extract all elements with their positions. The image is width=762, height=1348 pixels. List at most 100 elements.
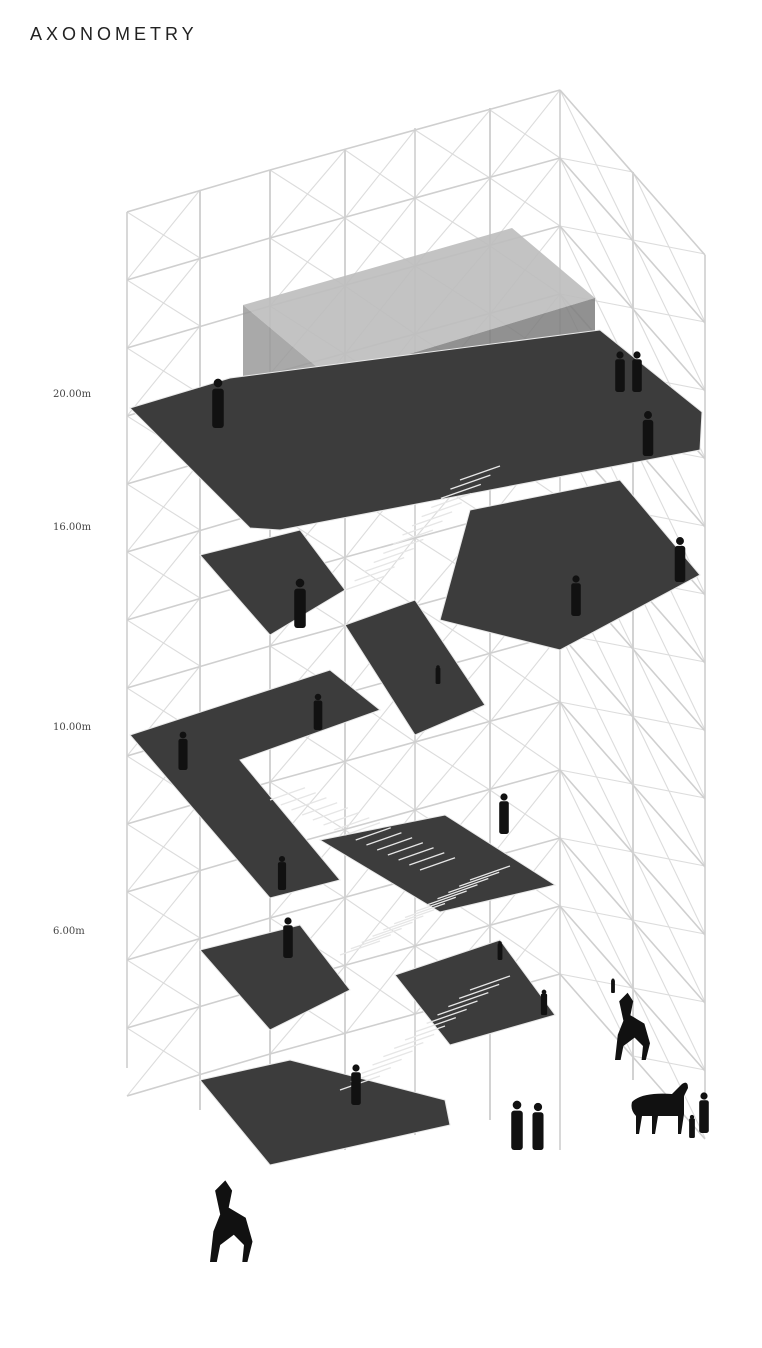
side-ledger [559, 701, 706, 868]
stair-tread [398, 847, 434, 861]
stair-tread [387, 842, 424, 856]
brace [344, 197, 416, 287]
brace [126, 461, 201, 553]
person-silhouette [540, 989, 548, 1015]
brace [126, 937, 201, 1029]
brace [269, 149, 346, 239]
stair-tread [458, 871, 500, 887]
brace [559, 905, 634, 921]
deck-16m-right [439, 479, 701, 651]
stair-tread [448, 992, 489, 1008]
stair-tread [361, 927, 402, 944]
person-silhouette [178, 731, 188, 770]
brace [632, 239, 706, 255]
stair-tread [450, 474, 491, 490]
stair-tread [354, 566, 395, 582]
left-ledger [126, 917, 271, 961]
stair-tread [323, 812, 359, 826]
deck-10m [129, 669, 382, 899]
stair-tread [344, 575, 386, 591]
stair-tread [372, 921, 413, 937]
stair-tread [448, 877, 489, 894]
brace [126, 189, 201, 281]
stair-tread [421, 502, 462, 518]
person-silhouette [277, 855, 287, 890]
front-ledger [269, 769, 561, 851]
brace [414, 109, 491, 199]
deck-12m-mid [344, 599, 486, 736]
person-silhouette [632, 351, 642, 392]
stair-tread [469, 975, 511, 991]
person-silhouette [351, 1064, 361, 1105]
front-ledger [269, 157, 561, 239]
stair-tread [459, 465, 501, 481]
decks [129, 329, 703, 1166]
left-ledger [126, 169, 271, 213]
left-ledger [126, 1053, 271, 1097]
left-ledger [126, 645, 271, 689]
side-ledger [559, 89, 706, 256]
brace [414, 721, 491, 811]
stair-tread [469, 865, 511, 881]
brace [559, 157, 634, 173]
brace [489, 769, 561, 859]
person-silhouette [689, 1114, 695, 1138]
deck-ground [199, 1059, 451, 1166]
side-ledger [559, 905, 706, 1072]
brace [559, 225, 634, 241]
person-silhouette [212, 378, 224, 428]
stair-tread [355, 827, 391, 841]
horse-silhouette [631, 1082, 688, 1134]
stair-tread [350, 934, 392, 950]
stair-tread [376, 837, 413, 851]
stair-tread [269, 787, 306, 801]
brace [632, 783, 706, 799]
person-silhouette [283, 917, 293, 958]
stair-tread [344, 822, 381, 836]
stair-tread [411, 511, 453, 527]
brace [269, 217, 346, 307]
brace [126, 801, 201, 893]
brace [632, 919, 706, 935]
left-ledger [126, 237, 271, 281]
person-silhouette [699, 1092, 709, 1133]
person-silhouette [674, 537, 686, 582]
stair-tread [312, 807, 349, 821]
stair-tread [383, 1042, 424, 1058]
side-ledger [559, 157, 706, 324]
stair-tread [440, 483, 482, 499]
deck-20m [129, 329, 703, 531]
stair-tread [415, 896, 457, 912]
level-label-20m: 20.00m [53, 389, 92, 400]
stair-tread [372, 1050, 413, 1066]
person-silhouette [511, 1100, 523, 1150]
stair-tread [437, 884, 478, 900]
brace [126, 529, 201, 621]
brace [632, 851, 706, 867]
stair-tread [409, 852, 445, 866]
horse-silhouette [615, 992, 650, 1061]
stair-tread [437, 1000, 478, 1016]
person-silhouette [497, 941, 503, 960]
brace [126, 257, 201, 349]
brace [489, 633, 561, 723]
brace [632, 647, 706, 663]
stair-tread [426, 890, 467, 906]
person-silhouette [571, 575, 581, 616]
stair-tread [419, 857, 456, 871]
brace [559, 837, 634, 853]
brace [414, 177, 491, 267]
person-silhouette [499, 793, 509, 834]
side-ledger [559, 225, 706, 392]
front-ledger [269, 89, 561, 171]
stair-tread [393, 1033, 435, 1049]
brace [632, 987, 706, 1003]
front-ledger [269, 701, 561, 783]
stair-tread [404, 1025, 446, 1041]
stair-tread [339, 940, 381, 956]
brace [126, 1005, 201, 1097]
brace [559, 769, 634, 785]
scale-figures [178, 351, 709, 1262]
